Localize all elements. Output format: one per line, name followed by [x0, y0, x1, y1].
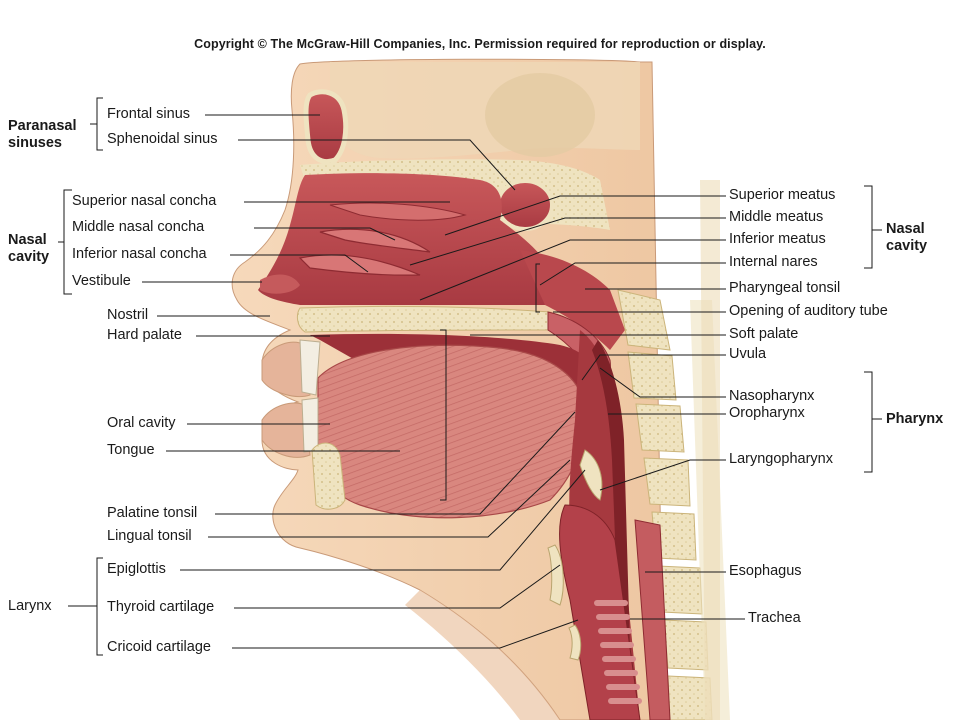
label-nostril: Nostril	[107, 307, 149, 323]
label-oropharynx: Oropharynx	[729, 405, 805, 421]
copyright-notice: Copyright © The McGraw-Hill Companies, I…	[194, 37, 766, 51]
label-inferior-nasal-concha: Inferior nasal concha	[72, 246, 207, 262]
label-inferior-meatus: Inferior meatus	[729, 231, 826, 247]
frontal-sinus-shape	[303, 89, 349, 165]
label-vestibule: Vestibule	[72, 273, 131, 289]
esophagus-shape	[634, 519, 671, 720]
label-middle-meatus: Middle meatus	[729, 209, 824, 225]
label-esophagus: Esophagus	[729, 563, 802, 579]
label-soft-palate: Soft palate	[729, 326, 799, 342]
label-nasopharynx: Nasopharynx	[729, 388, 815, 404]
group-label-nasal-right-line1: Nasal	[886, 221, 925, 237]
label-palatine-tonsil: Palatine tonsil	[107, 505, 198, 521]
label-pharyngeal-tonsil: Pharyngeal tonsil	[729, 280, 841, 296]
label-lingual-tonsil: Lingual tonsil	[107, 528, 192, 544]
group-label-nasal-cavity-right: Nasal cavity	[886, 221, 927, 255]
group-label-pharynx: Pharynx	[886, 411, 944, 427]
label-superior-nasal-concha: Superior nasal concha	[72, 193, 217, 209]
sphenoidal-sinus-shape	[496, 179, 554, 231]
group-label-nasal-left-line1: Nasal	[8, 232, 47, 248]
label-tongue: Tongue	[107, 442, 155, 458]
group-label-nasal-cavity-left: Nasal cavity	[8, 232, 49, 266]
group-label-paranasal-line1: Paranasal	[8, 118, 77, 134]
label-trachea: Trachea	[748, 610, 801, 626]
label-epiglottis: Epiglottis	[107, 561, 166, 577]
label-hard-palate: Hard palate	[107, 327, 182, 343]
group-label-nasal-right-line2: cavity	[886, 238, 928, 254]
label-uvula: Uvula	[729, 346, 767, 362]
label-superior-meatus: Superior meatus	[729, 187, 836, 203]
group-label-nasal-left-line2: cavity	[8, 249, 50, 265]
label-sphenoidal-sinus: Sphenoidal sinus	[107, 131, 218, 147]
epiglottis-shape	[579, 449, 603, 501]
tongue-shape	[317, 344, 586, 519]
label-middle-nasal-concha: Middle nasal concha	[72, 219, 205, 235]
label-cricoid-cartilage: Cricoid cartilage	[107, 639, 211, 655]
label-frontal-sinus: Frontal sinus	[107, 106, 191, 122]
group-label-paranasal-line2: sinuses	[8, 135, 62, 151]
label-thyroid-cartilage: Thyroid cartilage	[107, 599, 215, 615]
group-label-paranasal: Paranasal sinuses	[8, 118, 77, 152]
label-opening-auditory-tube: Opening of auditory tube	[729, 303, 888, 319]
group-label-larynx: Larynx	[8, 598, 52, 614]
label-laryngopharynx: Laryngopharynx	[729, 451, 833, 467]
larynx-shape	[559, 504, 641, 720]
hard-palate-shape	[296, 305, 559, 333]
label-oral-cavity: Oral cavity	[107, 415, 176, 431]
label-internal-nares: Internal nares	[729, 254, 818, 270]
tracheal-rings	[594, 600, 642, 704]
leader-lines	[58, 97, 882, 656]
